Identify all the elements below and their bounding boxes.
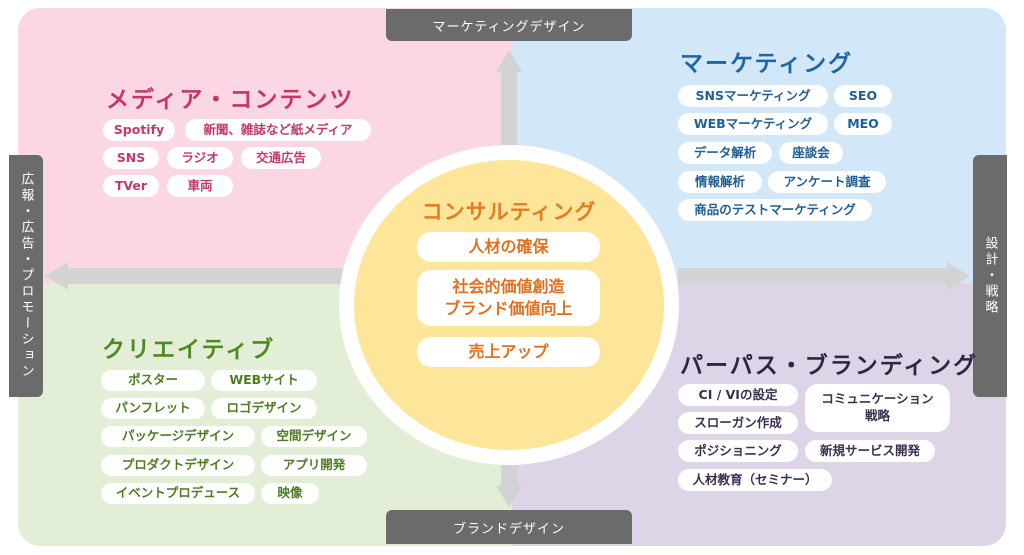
tag-communication-line2: 戦略 bbox=[864, 408, 890, 423]
center-item-social-value: 社会的価値創造 bbox=[452, 277, 565, 297]
tag-app-dev: アプリ開発 bbox=[261, 455, 367, 476]
tag-web-marketing: WEBマーケティング bbox=[678, 113, 828, 135]
tag-tver: TVer bbox=[103, 175, 159, 197]
arrow-down-icon bbox=[496, 486, 522, 507]
tag-sns-marketing: SNSマーケティング bbox=[678, 85, 828, 107]
quadrant-title-marketing: マーケティング bbox=[680, 51, 854, 77]
tag-roundtable: 座談会 bbox=[779, 142, 843, 164]
center-item-recruit: 人材の確保 bbox=[417, 232, 600, 262]
center-item-brand-value: ブランド価値向上 bbox=[444, 299, 573, 318]
axis-label-bottom: ブランドデザイン bbox=[386, 510, 632, 544]
tag-website: WEBサイト bbox=[211, 370, 317, 391]
tag-survey: アンケート調査 bbox=[768, 171, 886, 193]
axis-label-top: マーケティングデザイン bbox=[386, 9, 632, 41]
arrow-right-icon bbox=[947, 262, 970, 290]
tag-communication-line1: コミュニケーション bbox=[821, 391, 934, 407]
tag-slogan: スローガン作成 bbox=[678, 412, 798, 434]
arrow-up-icon bbox=[496, 50, 522, 72]
tag-seo: SEO bbox=[834, 85, 892, 107]
axis-label-left: 広報・広告・プロモーション bbox=[9, 155, 43, 397]
tag-new-service: 新規サービス開発 bbox=[805, 440, 935, 462]
tag-video: 映像 bbox=[261, 483, 319, 504]
tag-pamphlet: パンフレット bbox=[101, 398, 205, 419]
tag-transit-ads: 交通広告 bbox=[241, 147, 321, 169]
tag-communication-strategy: コミュニケーション 戦略 bbox=[805, 384, 950, 432]
tag-event-produce: イベントプロデュース bbox=[101, 483, 255, 504]
tag-hr-education: 人材教育（セミナー） bbox=[678, 469, 832, 491]
tag-meo: MEO bbox=[834, 113, 892, 135]
quadrant-title-creative: クリエイティブ bbox=[102, 337, 276, 363]
tag-logo-design: ロゴデザイン bbox=[211, 398, 317, 419]
tag-data-analysis: データ解析 bbox=[678, 142, 772, 164]
quadrant-title-media: メディア・コンテンツ bbox=[106, 87, 355, 113]
tag-vehicle: 車両 bbox=[167, 175, 233, 197]
tag-test-marketing: 商品のテストマーケティング bbox=[678, 199, 872, 221]
tag-radio: ラジオ bbox=[167, 147, 233, 169]
tag-print-media: 新聞、雑誌など紙メディア bbox=[185, 119, 371, 141]
axis-label-right: 設計・戦略 bbox=[973, 155, 1007, 397]
arrow-left-icon bbox=[45, 262, 68, 290]
center-title: コンサルティング bbox=[421, 200, 597, 224]
quadrant-title-branding: パーパス・ブランディング bbox=[680, 353, 979, 379]
tag-info-analysis: 情報解析 bbox=[678, 171, 762, 193]
tag-package-design: パッケージデザイン bbox=[101, 426, 255, 447]
center-item-value: 社会的価値創造 ブランド価値向上 bbox=[417, 270, 600, 326]
tag-ci-vi: CI / VIの設定 bbox=[678, 384, 798, 406]
center-item-sales: 売上アップ bbox=[417, 337, 600, 367]
tag-positioning: ポジショニング bbox=[678, 440, 798, 462]
tag-sns: SNS bbox=[103, 147, 159, 169]
tag-poster: ポスター bbox=[101, 370, 205, 391]
tag-spotify: Spotify bbox=[103, 119, 175, 141]
tag-space-design: 空間デザイン bbox=[261, 426, 367, 447]
tag-product-design: プロダクトデザイン bbox=[101, 455, 255, 476]
